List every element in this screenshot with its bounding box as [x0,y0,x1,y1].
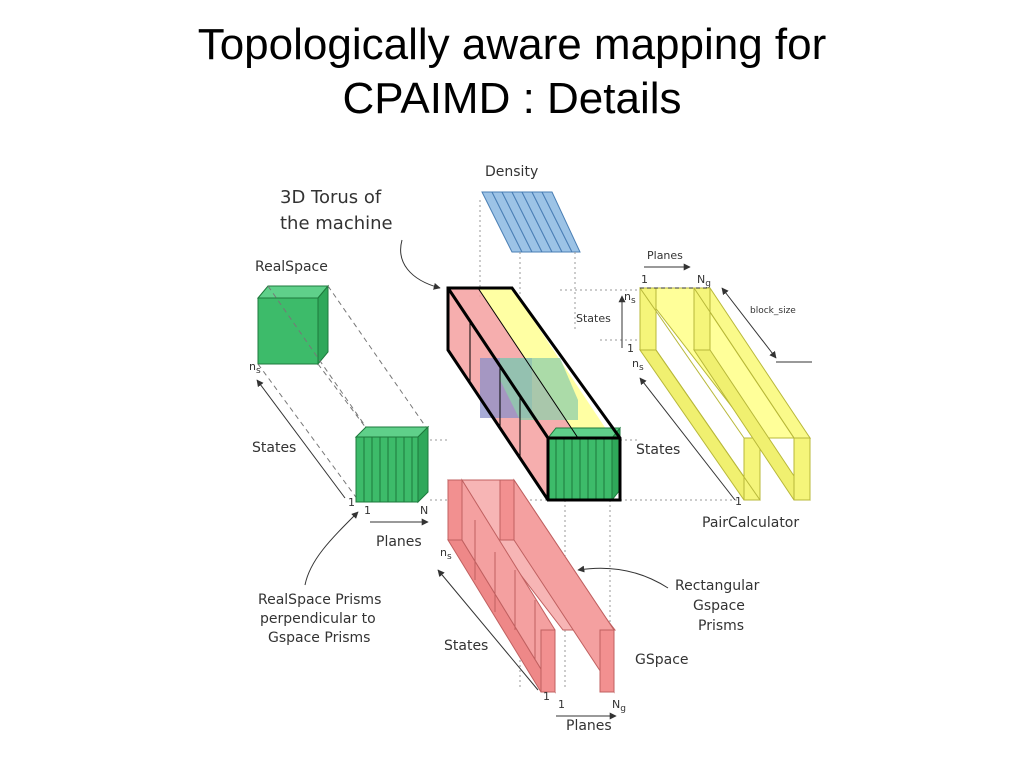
pair-one-top-label: 1 [627,342,634,355]
pair-states-top-label: States [576,312,611,325]
realspace-n-label: N [420,504,428,517]
block-size-label: block_size [750,306,796,316]
realspace-prisms-line1: RealSpace Prisms [258,592,381,608]
slide-title: Topologically aware mapping for CPAIMD :… [0,18,1024,126]
density-planes [481,191,581,253]
gspace-states-label: States [444,638,488,654]
rect-gspace-line2: Gspace [693,598,745,614]
gspace-planes-label: Planes [566,718,612,734]
gspace-label: GSpace [635,652,689,668]
density-label: Density [485,164,538,180]
realspace-ns-label: ns [249,360,261,376]
block-size-arrow [721,287,777,359]
realspace-prisms [354,425,430,504]
torus-arrow [400,239,441,290]
realspace-prisms-arrow [304,511,359,586]
realspace-planes-label: Planes [376,534,422,550]
pair-planes-label: Planes [647,249,683,262]
torus-box [446,286,622,502]
pair-ng-label: Ng [697,273,711,289]
torus-label-line2: the machine [280,213,393,234]
pair-one-label: 1 [641,273,648,286]
pair-prisms [638,287,812,501]
pair-ns-top-label: ns [624,290,636,306]
gspace-one-b: 1 [558,698,565,711]
realspace-label: RealSpace [255,259,328,275]
realspace-states-arrow [256,379,346,499]
pair-one-bottom-label: 1 [735,495,742,508]
rect-gspace-line1: Rectangular [675,578,760,594]
paircalculator-label: PairCalculator [702,515,799,531]
torus-label-line1: 3D Torus of [280,187,382,208]
rect-gspace-line3: Prisms [698,618,744,634]
pair-states-label: States [636,442,680,458]
realspace-prisms-line3: Gspace Prisms [268,630,370,646]
realspace-one-b: 1 [364,504,371,517]
gspace-ns-label: ns [440,546,452,562]
realspace-states-label: States [252,440,296,456]
pair-states-arrow [639,377,736,501]
gspace-states-arrow [437,569,539,691]
pair-ns-mid-label: ns [632,357,644,373]
gspace-prisms [446,478,617,694]
rect-gspace-arrow [577,565,669,589]
gspace-ng-label: Ng [612,698,626,714]
realspace-prisms-line2: perpendicular to [260,611,376,627]
gspace-one-a: 1 [543,690,550,703]
realspace-one-a: 1 [348,496,355,509]
realspace-cube [256,284,330,366]
title-line-1: Topologically aware mapping for [197,20,827,69]
title-line-2: CPAIMD : Details [342,74,682,123]
